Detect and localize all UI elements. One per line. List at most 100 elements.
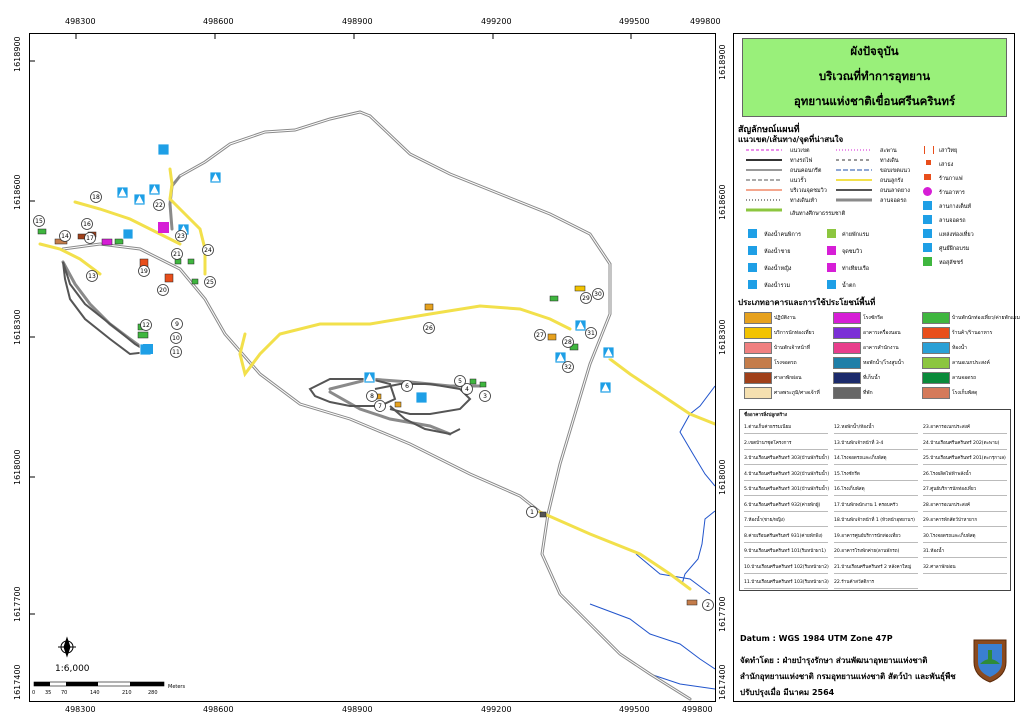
x-coord-label: 498600 [203, 705, 234, 714]
y-coord-label: 1618600 [718, 184, 727, 220]
svg-text:20: 20 [159, 287, 167, 294]
y-coord-label: 1618300 [13, 309, 22, 345]
svg-text:15: 15 [35, 218, 43, 225]
landuse-swatch [833, 357, 861, 369]
map-frame[interactable]: 1 2 3 4 5 6 7 8 9 10 11 12 13 14 15 16 1… [29, 33, 716, 702]
svg-text:23: 23 [177, 233, 185, 240]
name-divider [923, 479, 1007, 481]
landuse-label: ที่พัก [863, 390, 873, 396]
building-name: 11.บ้านเรือนศรีนครินทร์ 103(ริมหน้าผา3) [744, 580, 829, 585]
landuse-label: ลานจอดรถ [952, 375, 977, 381]
names-heading: ชื่ออาคารสิ่งปลูกสร้าง [744, 413, 787, 418]
building-name: 28.อาคารอเนกประสงค์ [923, 502, 970, 508]
map-canvas[interactable]: 1 2 3 4 5 6 7 8 9 10 11 12 13 14 15 16 1… [30, 34, 715, 701]
svg-text:6: 6 [405, 383, 409, 390]
name-divider [834, 557, 918, 558]
name-divider [744, 464, 828, 465]
name-divider [923, 557, 1007, 558]
svg-text:3: 3 [483, 393, 487, 400]
svg-text:0: 0 [32, 690, 35, 696]
landuse-label: หอพักน้ำ/โรงสูบน้ำ [863, 360, 904, 366]
buildings [37, 228, 698, 606]
landuse-label: อาคารเครื่องนอน [863, 330, 901, 336]
landuse-label: อาคารสำนักงาน [863, 345, 899, 351]
toilet-male-icon [748, 246, 757, 255]
name-divider [923, 526, 1007, 527]
building-name: 22.ร้านค้าสวัสดิการ [834, 580, 875, 585]
building-name: 9.บ้านเรือนศรีนครินทร์ 101(ริมหน้าผา1) [744, 549, 826, 554]
toilet-female-icon [748, 263, 757, 272]
landuse-swatch [922, 372, 950, 384]
name-divider [744, 526, 828, 527]
made-by-text: จัดทำโดย : ฝ่ายบำรุงรักษา ส่วนพัฒนาอุทยา… [740, 656, 928, 665]
scale-labels: 0 35 70 140 210 280 Meters [32, 684, 185, 696]
landuse-label: ร้านค้า/ร้านอาหาร [952, 330, 993, 336]
svg-text:10: 10 [172, 335, 180, 342]
legend-line-label: ถนนคอนกรีต [790, 168, 822, 174]
legend-line-label: สะพาน [880, 148, 897, 154]
svg-text:5: 5 [458, 378, 462, 385]
landuse-swatch [744, 342, 772, 354]
scale-bar [33, 681, 165, 687]
building-name: 16.โรงเก็บพัสดุ [834, 487, 865, 492]
tent-icon [923, 201, 932, 210]
legend-point-label: ห้องน้ำชาย [764, 249, 791, 255]
svg-text:21: 21 [173, 251, 181, 258]
landuse-swatch [922, 357, 950, 369]
legend-line-label: ขอบเขตแนว [880, 168, 911, 174]
building-name: 18.บ้านพักเจ้าหน้าที่ 1 (หัวหน้าอุทยานฯ) [834, 518, 915, 523]
legend-line-label: ถนนลูกรัง [880, 178, 904, 184]
name-divider [834, 572, 918, 574]
building-name: 14.โรงจอดรถและเก็บพัสดุ [834, 456, 887, 461]
svg-text:29: 29 [582, 295, 590, 302]
building-name: 26.โรงผลิตไฟฟ้าพลังน้ำ [923, 471, 972, 477]
training-center-icon [923, 243, 932, 252]
svg-text:30: 30 [594, 291, 602, 298]
x-coord-label: 498900 [342, 17, 373, 26]
x-coord-label: 499500 [619, 17, 650, 26]
legend-line-label: ทางเดินเท้า [790, 198, 818, 204]
name-divider [744, 557, 828, 558]
landuse-label: ลานอเนกประสงค์ [952, 360, 990, 366]
building-name: 30.โรงจอดรถและเก็บพัสดุ [923, 533, 976, 539]
name-divider [744, 433, 828, 434]
svg-text:32: 32 [564, 364, 572, 371]
svg-text:Meters: Meters [168, 684, 185, 690]
svg-text:16: 16 [83, 221, 91, 228]
building-name: 31.ห้องน้ำ [923, 549, 945, 554]
legend-line-label: แนวรั้ว [790, 178, 807, 184]
line-symbols-left [746, 149, 782, 212]
building-name: 4.บ้านเรือนศรีนครินทร์ 302(บ้านพักริมน้ำ… [744, 471, 830, 477]
building-name: 29.อาคารพักสัตว์ป่าหายาก [923, 518, 978, 523]
landuse-heading: ประเภทอาคารและการใช้ประโยชน์พื้นที่ [738, 298, 876, 307]
name-divider [834, 510, 918, 512]
building-name: 23.อาคารอเนกประสงค์ [923, 425, 970, 430]
landuse-label: โรงจอดรถ [774, 360, 797, 366]
legend-point-label: หอสุลัชชร์ [939, 260, 964, 266]
landuse-swatch [744, 312, 772, 324]
name-divider [744, 572, 828, 574]
x-coord-label: 498300 [65, 705, 96, 714]
point-markers [33, 191, 714, 611]
department-logo [973, 639, 1007, 683]
legend-point-label: ห้องน้ำรวม [764, 283, 791, 289]
point-labels: 1 2 3 4 5 6 7 8 9 10 11 12 13 14 15 16 1… [35, 194, 710, 609]
name-divider [834, 479, 918, 481]
name-divider [834, 464, 918, 465]
building-name: 19.อาคารศูนย์บริการนักท่องเที่ยว [834, 533, 901, 539]
x-coord-label: 499800 [690, 17, 721, 26]
building-name: 12.หอพักน้ำ/ห้องน้ำ [834, 425, 874, 430]
svg-text:140: 140 [90, 690, 100, 696]
svg-text:7: 7 [378, 403, 382, 410]
building-name: 27.ศูนย์บริการนักท่องเที่ยว [923, 487, 977, 492]
building-name: 13.บ้านพักเจ้าหน้าที่ 3-4 [834, 440, 884, 446]
waterfall-icon [827, 280, 836, 289]
legend-point-label: ศูนย์ฝึกอบรม [939, 246, 970, 252]
building-names-box: ชื่ออาคารสิ่งปลูกสร้าง 1.ด่านเก็บค่าธรรม… [739, 409, 1011, 591]
building-name: 21.บ้านเรือนศรีนครินทร์ 2 หลังคาใหญ่ [834, 564, 912, 570]
legend-line-label: ทางรถไฟ [790, 158, 813, 164]
building-name: 3.บ้านเรือนศรีนครินทร์ 303(บ้านพักริมน้ำ… [744, 456, 830, 461]
name-divider [923, 572, 1007, 574]
building-name: 7.ห้องน้ำ(ชาย/หญิง) [744, 518, 785, 523]
name-divider [744, 588, 828, 589]
